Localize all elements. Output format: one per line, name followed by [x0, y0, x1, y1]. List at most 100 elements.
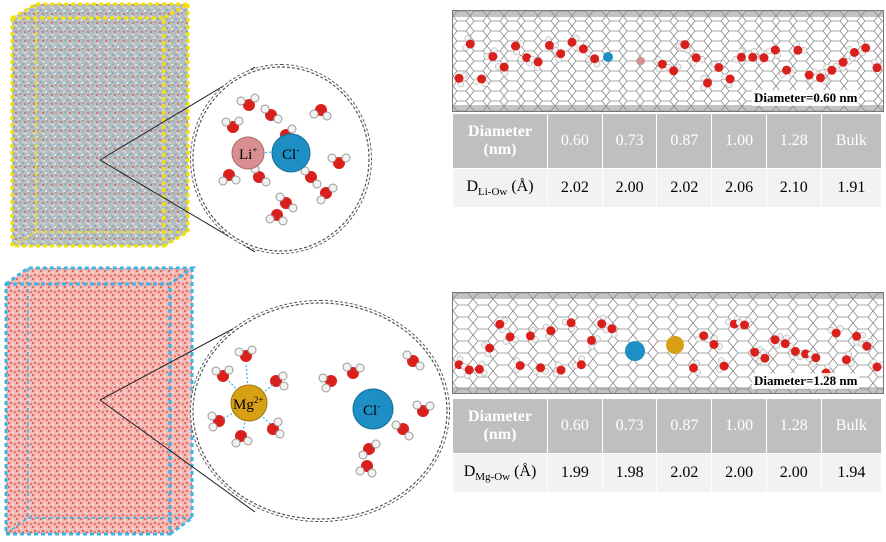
water-molecule — [567, 34, 580, 51]
diameter-cell: 0.87 — [656, 113, 713, 169]
water-molecule — [454, 72, 468, 88]
diameter-cell: 1.00 — [711, 398, 767, 454]
water-molecule — [655, 56, 667, 73]
value-cell: 2.02 — [547, 168, 603, 208]
water-molecule — [517, 53, 533, 67]
water-molecule — [793, 41, 808, 55]
value-cell: 2.06 — [711, 168, 767, 208]
row-label-mg-ow: DMg-Ow (Å) — [452, 453, 548, 493]
table-mg-ow: Diameter(nm) 0.60 0.73 0.87 1.00 1.28 Bu… — [452, 398, 883, 493]
value-cell: 2.00 — [711, 453, 767, 493]
water-molecule — [804, 68, 818, 85]
water-molecule — [495, 317, 508, 333]
water-molecule — [552, 47, 566, 63]
water-molecule — [602, 324, 618, 338]
value-cell: 2.00 — [765, 453, 822, 493]
water-molecule — [841, 350, 855, 367]
diameter-cell: 0.73 — [601, 398, 658, 454]
cl-ion-bottom — [352, 388, 394, 430]
diameter-label-bottom: Diameter=1.28 nm — [752, 373, 860, 389]
li-ion — [231, 136, 265, 170]
water-molecule — [870, 358, 883, 372]
water-molecule — [494, 62, 509, 77]
water-molecule — [816, 68, 829, 85]
water-molecule — [756, 49, 769, 65]
value-cell: 1.98 — [601, 453, 658, 493]
header-diameter: Diameter(nm) — [452, 398, 548, 454]
simulation-box-licl — [10, 2, 194, 248]
water-molecule — [460, 363, 474, 379]
water-molecule — [525, 327, 539, 343]
water-molecule — [858, 338, 874, 351]
cl-ion-top — [271, 133, 311, 173]
row-label-li-ow: DLi-Ow (Å) — [452, 168, 548, 208]
water-molecule — [572, 355, 586, 370]
water-molecule — [481, 341, 495, 358]
zoom-circle-licl: Li+ Cl- — [190, 64, 372, 254]
water-molecule — [474, 360, 488, 377]
water-molecule — [721, 73, 735, 89]
water-molecule — [553, 361, 566, 378]
water-molecule — [512, 357, 525, 374]
svg-text:Li+: Li+ — [239, 145, 257, 163]
svg-text:Cl-: Cl- — [282, 145, 299, 163]
value-cell: 2.02 — [656, 168, 713, 208]
water-molecule — [823, 62, 840, 75]
water-molecule — [502, 332, 519, 345]
water-molecule — [710, 60, 727, 72]
mg-ion — [230, 384, 268, 422]
water-molecule — [462, 35, 475, 51]
value-cell: 1.91 — [820, 168, 883, 208]
li-ion-tube — [637, 57, 645, 65]
water-molecule — [532, 363, 549, 375]
water-molecule — [585, 54, 601, 68]
water-molecule — [827, 325, 844, 338]
water-molecule — [542, 323, 556, 340]
value-cell: 1.99 — [547, 453, 603, 493]
nanotube-060 — [452, 10, 884, 112]
value-cell: 1.94 — [820, 453, 883, 493]
water-molecule — [735, 317, 752, 330]
diameter-cell: Bulk — [820, 113, 883, 169]
cl-ion-tube-bottom — [625, 341, 645, 361]
diameter-label-top: Diameter=0.60 nm — [752, 90, 860, 106]
table-li-ow: Diameter(nm) 0.60 0.73 0.87 1.00 1.28 Bu… — [452, 113, 883, 208]
diameter-cell: 0.87 — [656, 398, 713, 454]
diameter-cell: Bulk — [820, 398, 883, 454]
value-cell: 2.10 — [765, 168, 822, 208]
diameter-cell: 1.28 — [765, 113, 822, 169]
water-molecule — [544, 36, 559, 50]
water-molecule — [780, 334, 794, 350]
header-diameter: Diameter(nm) — [452, 113, 548, 169]
water-molecule — [716, 357, 729, 374]
water-molecule — [732, 48, 746, 63]
value-cell: 2.00 — [601, 168, 658, 208]
water-molecule — [561, 318, 576, 332]
water-molecule — [675, 40, 691, 54]
value-cell: 2.02 — [656, 453, 713, 493]
water-molecule — [483, 47, 498, 61]
water-molecule — [846, 45, 859, 62]
water-molecule — [700, 74, 712, 91]
water-molecule — [709, 335, 723, 350]
water-molecule — [852, 331, 866, 346]
water-molecule — [807, 351, 821, 367]
water-molecule — [690, 53, 706, 67]
mg-ion-tube — [666, 336, 684, 354]
water-molecule — [858, 40, 871, 57]
diameter-cell: 0.73 — [601, 113, 658, 169]
water-molecule — [587, 335, 601, 350]
svg-text:Cl-: Cl- — [363, 401, 380, 419]
svg-text:Mg2+: Mg2+ — [233, 395, 263, 413]
cl-ion-tube-top — [603, 52, 613, 62]
diameter-cell: 1.00 — [711, 113, 767, 169]
water-molecule — [578, 40, 591, 57]
diameter-cell: 1.28 — [765, 398, 822, 454]
water-molecule — [665, 63, 682, 76]
water-molecule — [766, 45, 781, 59]
diameter-cell: 0.60 — [547, 113, 603, 169]
water-molecule — [770, 333, 784, 349]
diameter-cell: 0.60 — [547, 398, 603, 454]
water-molecule — [779, 65, 796, 78]
